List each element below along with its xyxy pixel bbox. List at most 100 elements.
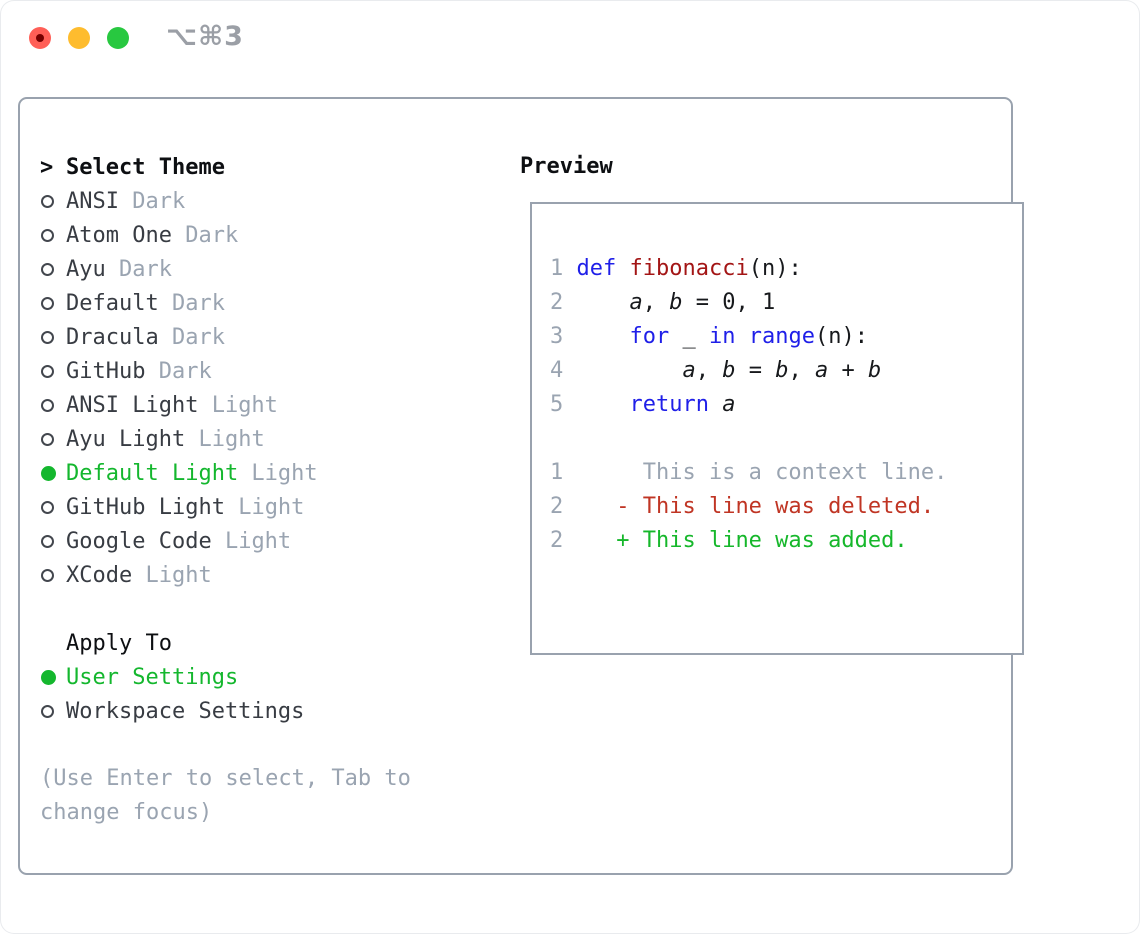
code-token xyxy=(577,392,630,417)
theme-variant: Dark xyxy=(171,222,239,248)
code-token: (n): xyxy=(814,324,868,349)
code-line: 2 a, b = 0, 1 xyxy=(550,286,1022,320)
theme-name: Default Light xyxy=(66,460,239,486)
apply-option-user-settings[interactable]: User Settings xyxy=(40,660,490,694)
code-line: 2 + This line was added. xyxy=(550,524,1022,558)
code-token xyxy=(577,290,630,315)
radio-unselected-icon xyxy=(41,500,54,514)
code-line: 1 This is a context line. xyxy=(550,456,1022,490)
theme-option-xcode[interactable]: XCode Light xyxy=(40,558,490,592)
radio-unselected-icon xyxy=(41,262,54,276)
radio-icon xyxy=(40,534,66,548)
theme-option-google-code[interactable]: Google Code Light xyxy=(40,524,490,558)
radio-selected-icon xyxy=(41,669,56,685)
code-token-added: + This line was added. xyxy=(576,528,908,553)
close-dot-icon xyxy=(36,34,44,42)
code-line xyxy=(550,422,1022,456)
radio-unselected-icon xyxy=(41,568,54,582)
theme-option-ayu-light[interactable]: Ayu Light Light xyxy=(40,422,490,456)
line-number: 2 xyxy=(550,528,577,553)
theme-variant: Light xyxy=(238,460,318,486)
code-token xyxy=(577,324,630,349)
theme-variant: Light xyxy=(198,392,278,418)
code-token: , xyxy=(642,290,670,315)
code-token xyxy=(709,392,722,417)
code-token-keyword: for xyxy=(629,324,670,349)
code-token-deleted: - This line was deleted. xyxy=(576,494,935,519)
code-token: = 0, 1 xyxy=(682,290,776,315)
theme-variant: Light xyxy=(132,562,212,588)
theme-variant: Dark xyxy=(105,256,172,282)
radio-icon xyxy=(40,296,66,310)
code-token-var: a xyxy=(722,392,736,417)
code-line: 1 def fibonacci(n): xyxy=(550,252,1022,286)
radio-unselected-icon xyxy=(41,432,54,446)
apply-to-title: Apply To xyxy=(66,630,172,656)
radio-unselected-icon xyxy=(41,398,54,412)
code-line: 2 - This line was deleted. xyxy=(550,490,1022,524)
theme-option-default-light[interactable]: Default Light Light xyxy=(40,456,490,490)
zoom-button[interactable] xyxy=(107,27,129,49)
code-token-keyword: def xyxy=(576,256,617,281)
theme-option-ansi[interactable]: ANSI Dark xyxy=(40,184,490,218)
theme-option-ayu[interactable]: Ayu Dark xyxy=(40,252,490,286)
code-token: = xyxy=(735,358,776,383)
radio-unselected-icon xyxy=(41,534,54,548)
line-number: 2 xyxy=(550,494,577,519)
radio-icon xyxy=(40,568,66,582)
selection-cursor-icon: > xyxy=(40,154,54,180)
code-token-var: b xyxy=(775,358,789,383)
radio-unselected-icon xyxy=(41,364,54,378)
theme-name: Ayu Light xyxy=(66,426,186,452)
window-shortcut-label: ⌥⌘3 xyxy=(166,21,244,52)
select-theme-header: > Select Theme xyxy=(40,150,490,184)
theme-name: Google Code xyxy=(66,528,212,554)
radio-icon xyxy=(40,262,66,276)
theme-option-dracula[interactable]: Dracula Dark xyxy=(40,320,490,354)
radio-icon xyxy=(40,330,66,344)
theme-name: GitHub Light xyxy=(66,494,225,520)
theme-name: GitHub xyxy=(66,358,146,384)
code-token-keyword: range xyxy=(748,324,815,349)
code-token-var: a xyxy=(682,358,696,383)
theme-option-default[interactable]: Default Dark xyxy=(40,286,490,320)
preview-pane: Preview 1 def fibonacci(n):2 a, b = 0, 1… xyxy=(502,150,1024,655)
theme-option-atom-one[interactable]: Atom One Dark xyxy=(40,218,490,252)
theme-option-ansi-light[interactable]: ANSI Light Light xyxy=(40,388,490,422)
radio-icon xyxy=(40,432,66,446)
code-token xyxy=(577,358,683,383)
code-line: 4 a, b = b, a + b xyxy=(550,354,1022,388)
code-token-keyword: in xyxy=(708,324,736,349)
radio-unselected-icon xyxy=(41,704,54,718)
theme-variant: Light xyxy=(211,528,292,554)
panel-title: Select Theme xyxy=(66,154,225,180)
apply-option-workspace-settings[interactable]: Workspace Settings xyxy=(40,694,490,728)
radio-icon xyxy=(40,704,66,718)
code-token: _ xyxy=(669,324,709,349)
line-number: 2 xyxy=(550,290,577,315)
radio-icon xyxy=(40,398,66,412)
radio-icon xyxy=(40,669,66,685)
radio-unselected-icon xyxy=(41,194,54,208)
code-token-var: b xyxy=(867,358,882,383)
line-number: 1 xyxy=(550,256,577,281)
theme-variant: Light xyxy=(224,494,305,520)
code-token-var: b xyxy=(669,290,683,315)
preview-title: Preview xyxy=(520,154,613,179)
apply-option-label: Workspace Settings xyxy=(66,698,305,724)
code-token: (n): xyxy=(748,256,802,281)
radio-icon xyxy=(40,364,66,378)
theme-option-github[interactable]: GitHub Dark xyxy=(40,354,490,388)
code-token: , xyxy=(695,358,723,383)
theme-variant: Dark xyxy=(158,290,225,316)
code-line: 3 for _ in range(n): xyxy=(550,320,1022,354)
theme-variant: Dark xyxy=(118,188,186,214)
close-button[interactable] xyxy=(29,27,51,49)
theme-name: XCode xyxy=(66,562,133,588)
theme-option-github-light[interactable]: GitHub Light Light xyxy=(40,490,490,524)
code-token-var: a xyxy=(814,358,829,383)
minimize-button[interactable] xyxy=(68,27,90,49)
